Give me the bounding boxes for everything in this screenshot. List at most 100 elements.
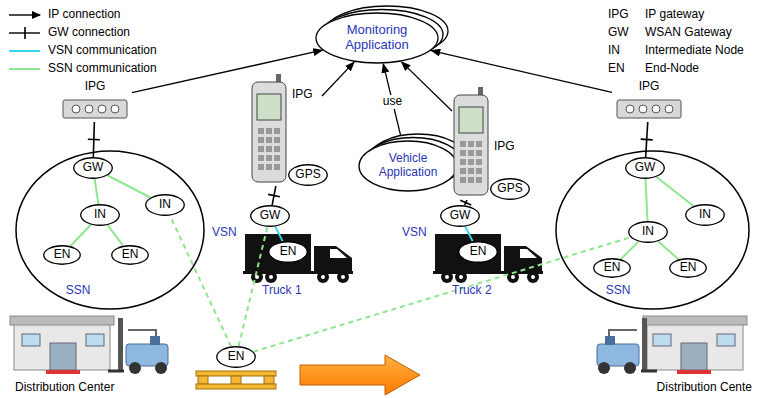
phone-key xyxy=(266,155,272,161)
node-outline xyxy=(441,206,480,227)
phone-key xyxy=(476,168,482,174)
pallet xyxy=(198,376,208,384)
node-label: Vehicle Application xyxy=(372,152,444,180)
phone-key xyxy=(468,159,474,165)
node-label: EN xyxy=(604,261,621,275)
node-label: IN xyxy=(159,198,171,212)
phone-key xyxy=(274,128,280,134)
connector xyxy=(70,225,90,246)
legend-arrowhead xyxy=(32,11,41,19)
phone-key xyxy=(476,150,482,156)
node-label: VSN xyxy=(402,226,427,240)
phone-key xyxy=(258,128,264,134)
connector-line xyxy=(402,62,452,111)
phone-key xyxy=(468,150,474,156)
connector-line xyxy=(132,50,322,93)
node-label: EN xyxy=(228,350,245,364)
connector xyxy=(656,177,693,206)
end-node: EN xyxy=(111,245,149,265)
sensor-network: SSNGWININENEN xyxy=(555,150,750,310)
phone-key xyxy=(468,141,474,147)
phone-body xyxy=(454,95,488,195)
abbreviation: IPG xyxy=(608,8,629,22)
phone-key xyxy=(476,177,482,183)
gps-module: GPS xyxy=(288,164,328,186)
node-outline xyxy=(629,222,668,243)
connector xyxy=(108,176,151,198)
legend-line xyxy=(9,68,40,70)
phone-key xyxy=(266,137,272,143)
distribution-center xyxy=(10,316,114,374)
connector xyxy=(431,51,612,93)
movement-arrow xyxy=(300,355,420,395)
abbreviation: IN xyxy=(608,44,620,58)
application-ellipse: Monitoring Application xyxy=(315,12,439,64)
node-outline xyxy=(594,259,631,278)
gateway-device xyxy=(617,100,681,118)
node-label: EN xyxy=(122,248,139,262)
node-label: EN xyxy=(680,261,697,275)
connector-line xyxy=(70,225,90,246)
node-label: IPG xyxy=(494,140,515,154)
node-outline xyxy=(459,242,498,263)
device-port xyxy=(72,105,80,113)
sensor-network: SSNGWININENEN xyxy=(15,150,205,310)
connector-line xyxy=(254,237,631,351)
pallet xyxy=(196,371,276,389)
gateway-node: GW xyxy=(73,157,113,179)
legend-line xyxy=(9,50,40,52)
node-outline xyxy=(670,259,707,278)
device-port xyxy=(626,105,634,113)
phone-screen xyxy=(459,107,483,133)
connector-line xyxy=(431,51,612,93)
place-label: Distribution Center xyxy=(15,381,114,395)
intermediate-node: IN xyxy=(628,221,668,243)
pallet xyxy=(196,384,276,389)
vehicle-network: VSNTruck 2GWEN xyxy=(398,198,543,298)
legend-swatch xyxy=(8,27,42,39)
legend-swatch xyxy=(8,9,42,21)
node-outline xyxy=(686,205,725,226)
vehicle-name: Truck 2 xyxy=(452,284,492,298)
connector-line xyxy=(322,62,354,96)
connector xyxy=(465,227,472,242)
connector-line xyxy=(621,242,639,260)
node-label: GPS xyxy=(295,168,320,182)
abbreviation-meaning: Intermediate Node xyxy=(645,44,744,58)
gateway-device xyxy=(63,100,127,118)
abbreviation: GW xyxy=(608,26,629,40)
place-label: Distribution Cente xyxy=(657,381,752,395)
gateway-node: GW xyxy=(625,157,665,179)
end-node: EN xyxy=(669,258,707,278)
device-port xyxy=(111,105,119,113)
gateway-tick xyxy=(88,139,100,141)
phone-key xyxy=(266,128,272,134)
phone-key xyxy=(460,150,466,156)
pallet xyxy=(264,376,274,384)
phone-key xyxy=(258,146,264,152)
phone-key xyxy=(274,146,280,152)
device-port xyxy=(85,105,93,113)
connector xyxy=(322,62,354,96)
phone-body xyxy=(252,82,286,182)
vehicle-name: Truck 1 xyxy=(262,284,302,298)
connector xyxy=(95,179,99,204)
phone-key xyxy=(258,155,264,161)
node-outline xyxy=(44,246,81,265)
phone-key xyxy=(468,177,474,183)
intermediate-node: IN xyxy=(145,194,185,216)
device-port xyxy=(652,105,660,113)
connector-line xyxy=(275,227,282,242)
region-outline xyxy=(556,151,749,309)
connector-line xyxy=(95,179,99,204)
phone-screen xyxy=(257,94,281,120)
connector-line xyxy=(656,177,693,206)
phone-gateway: IPG GPS xyxy=(452,95,527,200)
legend-tick xyxy=(24,27,26,39)
node-label: GPS xyxy=(497,182,522,196)
edge-label: use xyxy=(381,95,404,109)
gps-module: GPS xyxy=(490,178,530,200)
node-outline xyxy=(491,179,530,200)
gateway-node: GW xyxy=(250,205,290,227)
